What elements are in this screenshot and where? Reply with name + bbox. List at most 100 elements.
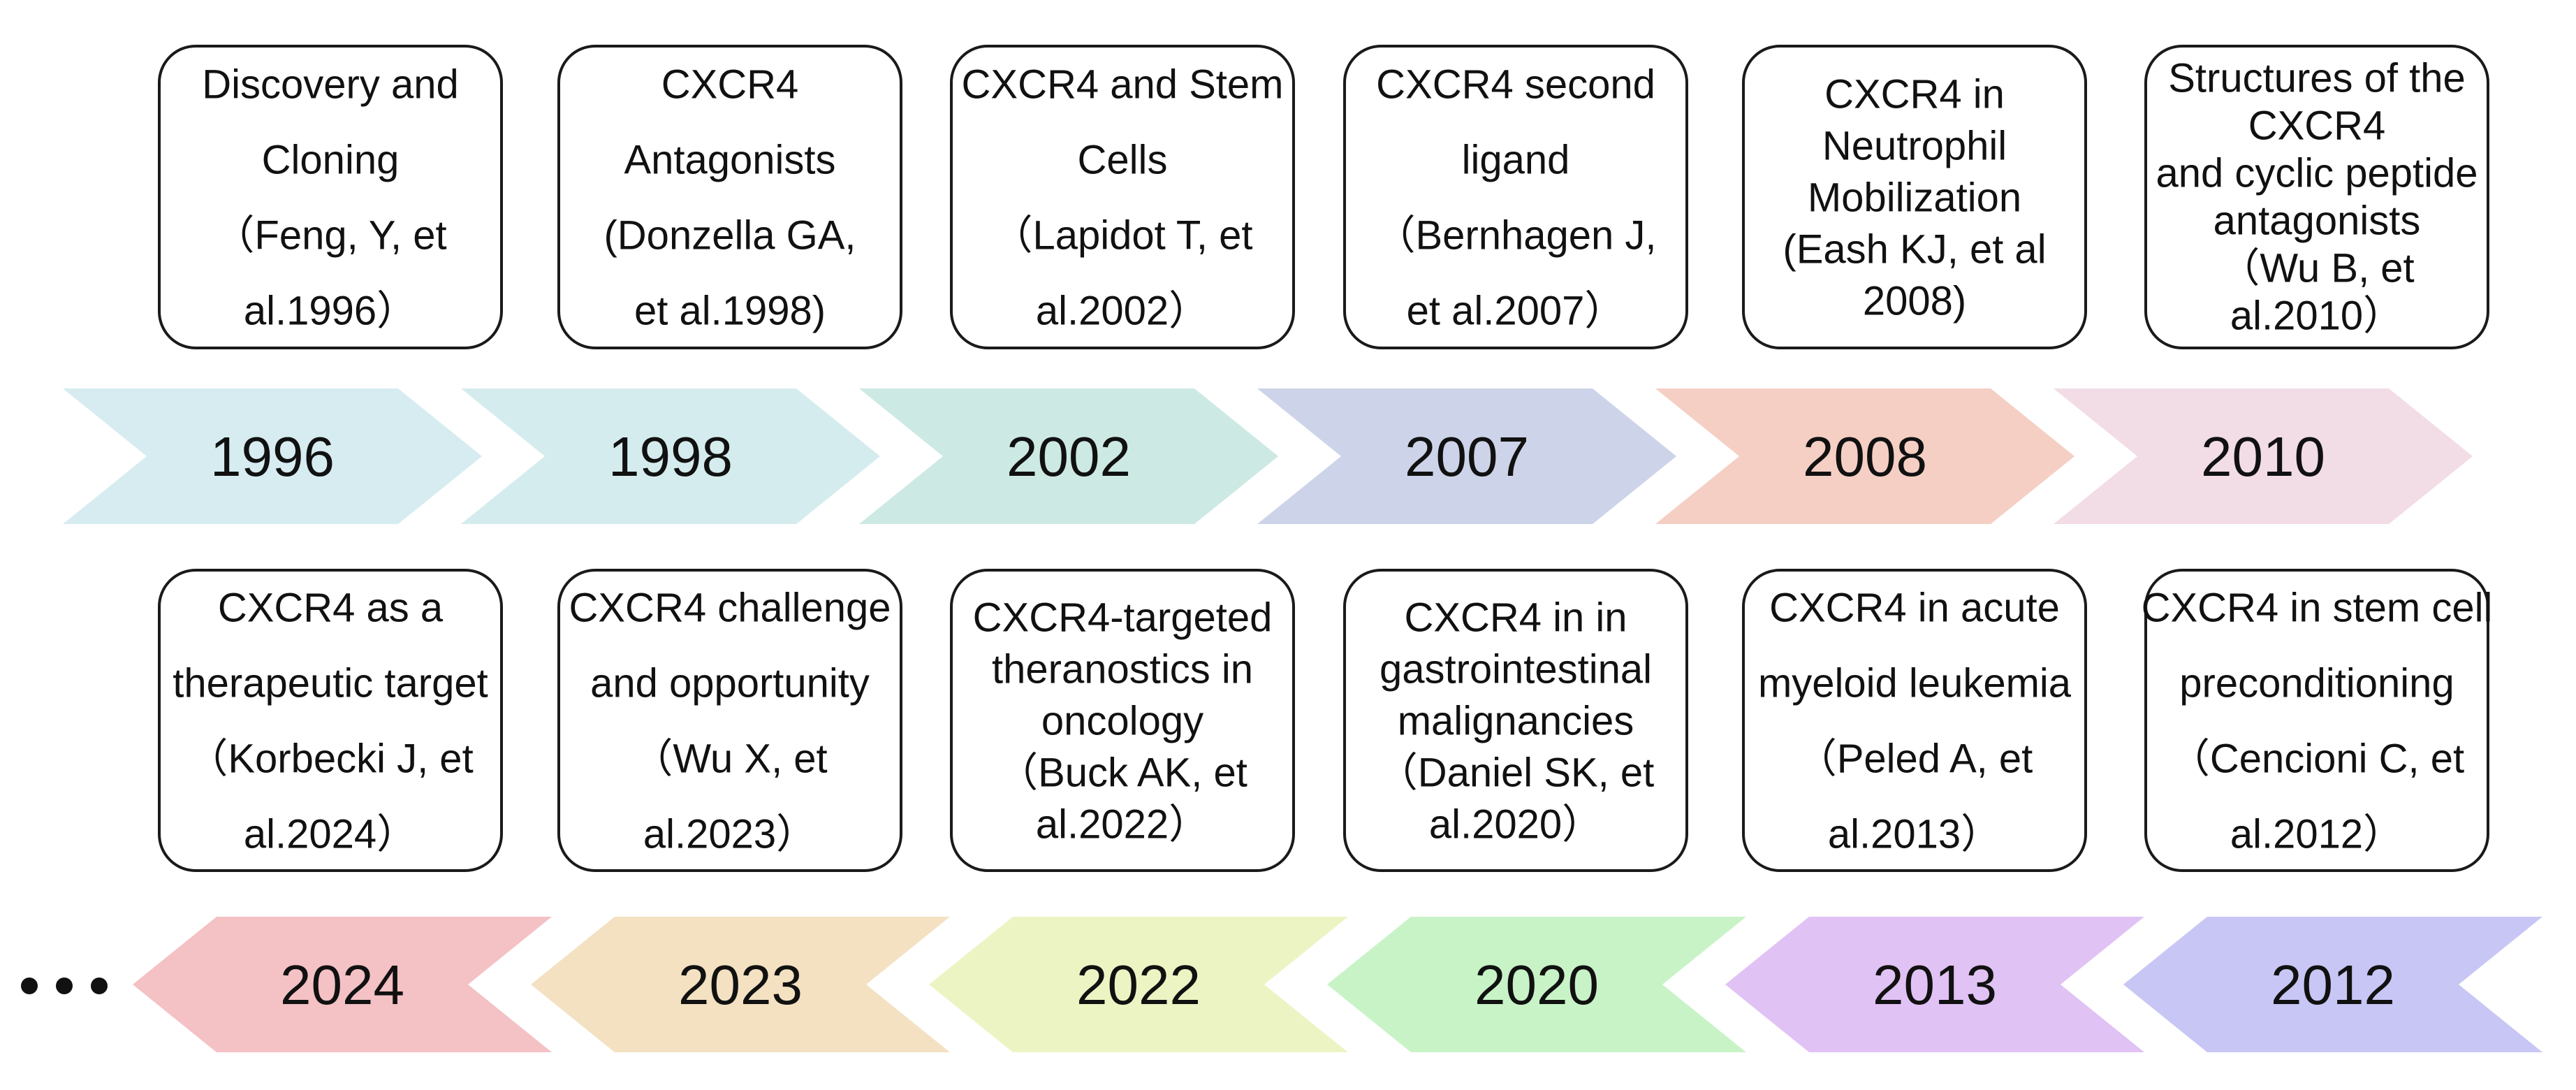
year-label: 2024 bbox=[280, 954, 404, 1016]
year-label: 2012 bbox=[2271, 954, 2395, 1016]
event-card-line: Mobilization bbox=[1808, 175, 2021, 220]
event-card-2013: CXCR4 in acute myeloid leukemia （Peled A, … bbox=[1742, 569, 2087, 872]
year-label: 2002 bbox=[1007, 426, 1131, 488]
event-card-line: and opportunity bbox=[590, 660, 870, 706]
year-label: 2022 bbox=[1076, 954, 1201, 1016]
chevron-2022 bbox=[929, 917, 1348, 1052]
event-card-line: oncology bbox=[1041, 698, 1203, 743]
event-card-line: gastrointestinal bbox=[1380, 646, 1652, 692]
event-card-line: preconditioning bbox=[2179, 660, 2454, 706]
event-card-line: （Cencioni C, et bbox=[2169, 736, 2464, 781]
event-card-border bbox=[2144, 569, 2489, 872]
year-label: 2008 bbox=[1803, 426, 1927, 488]
event-card-line: al.2010） bbox=[2230, 293, 2403, 339]
event-card-line: CXCR4 in acute bbox=[1769, 585, 2060, 630]
event-card-2020: CXCR4 in ingastrointestinalmalignancies（… bbox=[1343, 569, 1688, 872]
event-card-line: CXCR4 and Stem bbox=[962, 61, 1284, 107]
event-card-border bbox=[1343, 45, 1688, 349]
event-card-border bbox=[1742, 569, 2087, 872]
year-label: 1998 bbox=[608, 426, 733, 488]
event-card-line: CXCR4 bbox=[661, 61, 799, 107]
chevron-1996 bbox=[63, 388, 482, 524]
event-card-line: Antagonists bbox=[624, 137, 835, 182]
event-card-line: al.2023） bbox=[643, 811, 817, 857]
event-card-line: Cloning bbox=[262, 137, 400, 182]
chevron-2008 bbox=[1655, 388, 2074, 524]
event-card-line: and cyclic peptide bbox=[2156, 151, 2478, 196]
event-card-line: myeloid leukemia bbox=[1758, 660, 2072, 706]
event-card-2012: CXCR4 in stem cell preconditioning （Cencio… bbox=[2142, 569, 2493, 872]
event-card-line: Discovery and bbox=[202, 61, 458, 107]
year-label: 2023 bbox=[678, 954, 803, 1016]
event-card-line: CXCR4 second bbox=[1376, 61, 1655, 107]
event-card-border bbox=[158, 45, 503, 349]
event-card-line: CXCR4 in bbox=[1824, 71, 2005, 117]
event-card-line: （Lapidot T, et bbox=[993, 212, 1253, 258]
event-card-line: theranostics in bbox=[992, 646, 1253, 692]
event-card-line: (Donzella GA, bbox=[603, 212, 856, 258]
year-label: 2013 bbox=[1873, 954, 1997, 1016]
event-card-border bbox=[557, 569, 902, 872]
chevron-1998 bbox=[461, 388, 880, 524]
event-card-border bbox=[1343, 569, 1688, 872]
event-card-line: al.2022） bbox=[1036, 801, 1209, 847]
year-label: 1996 bbox=[210, 426, 335, 488]
event-card-line: al.2012） bbox=[2230, 811, 2403, 857]
event-card-line: 2008) bbox=[1863, 278, 1966, 324]
event-card-border bbox=[950, 569, 1295, 872]
bottom-row-chevrons: 2024 2023 2022 2020 2013 2012 bbox=[133, 917, 2542, 1052]
event-card-line: therapeutic target bbox=[173, 660, 488, 706]
event-card-line: et al.2007） bbox=[1407, 288, 1625, 333]
event-card-line: （Wu B, et bbox=[2219, 246, 2414, 291]
event-card-line: （Korbecki J, et bbox=[187, 736, 473, 781]
event-card-border bbox=[2144, 45, 2489, 349]
event-card-line: CXCR4 in stem cell bbox=[2142, 585, 2493, 630]
event-card-line: al.2013） bbox=[1828, 811, 2001, 857]
chevron-2023 bbox=[531, 917, 950, 1052]
event-card-border bbox=[557, 45, 902, 349]
event-card-line: malignancies bbox=[1398, 698, 1634, 743]
chevron-2013 bbox=[1725, 917, 2144, 1052]
event-card-line: （Bernhagen J, bbox=[1375, 212, 1656, 258]
event-card-line: Cells bbox=[1078, 137, 1168, 182]
event-card-line: et al.1998) bbox=[634, 288, 826, 333]
event-card-line: (Eash KJ, et al bbox=[1783, 226, 2046, 272]
year-label: 2007 bbox=[1405, 426, 1529, 488]
chevron-2020 bbox=[1327, 917, 1746, 1052]
year-label: 2020 bbox=[1474, 954, 1599, 1016]
event-card-border bbox=[1742, 45, 2087, 349]
event-card-border bbox=[158, 569, 503, 872]
event-card-line: Neutrophil bbox=[1822, 123, 2007, 168]
event-card-line: al.2024） bbox=[244, 811, 417, 857]
event-card-line: （Peled A, et bbox=[1796, 736, 2033, 781]
chevron-2024 bbox=[133, 917, 552, 1052]
event-card-line: CXCR4 as a bbox=[218, 585, 444, 630]
event-card-line: al.1996） bbox=[244, 288, 417, 333]
event-card-2022: CXCR4-targeted theranostics in oncology （Bu… bbox=[950, 569, 1295, 872]
event-card-2024: CXCR4 as a therapeutic target （Korbecki J,… bbox=[158, 569, 503, 872]
event-card-line: CXCR4 bbox=[2248, 103, 2386, 149]
event-card-line: CXCR4 challenge bbox=[569, 585, 891, 630]
event-card-line: Structures of the bbox=[2168, 56, 2466, 101]
event-card-line: antagonists bbox=[2213, 198, 2421, 244]
event-card-line: （Buck AK, et bbox=[997, 750, 1247, 795]
event-card-line: CXCR4-targeted bbox=[973, 595, 1273, 640]
event-card-line: al.2020） bbox=[1429, 801, 1602, 847]
bottom-row-boxes: CXCR4 as a therapeutic target （Korbecki J,… bbox=[158, 569, 2493, 872]
event-card-2007: CXCR4 second ligand （Bernhagen J, et al.200… bbox=[1343, 45, 1688, 349]
event-card-line: al.2002） bbox=[1036, 288, 1209, 333]
event-card-line: （Wu X, et bbox=[632, 736, 827, 781]
year-label: 2010 bbox=[2201, 426, 2325, 488]
event-card-line: ligand bbox=[1462, 137, 1570, 182]
chevron-2012 bbox=[2123, 917, 2542, 1052]
event-card-line: （Daniel SK, et bbox=[1377, 750, 1655, 795]
top-row-chevrons: 1996 1998 2002 2007 2008 2010 bbox=[63, 388, 2473, 524]
event-card-2023: CXCR4 challenge and opportunity （Wu X, et a… bbox=[557, 569, 902, 872]
